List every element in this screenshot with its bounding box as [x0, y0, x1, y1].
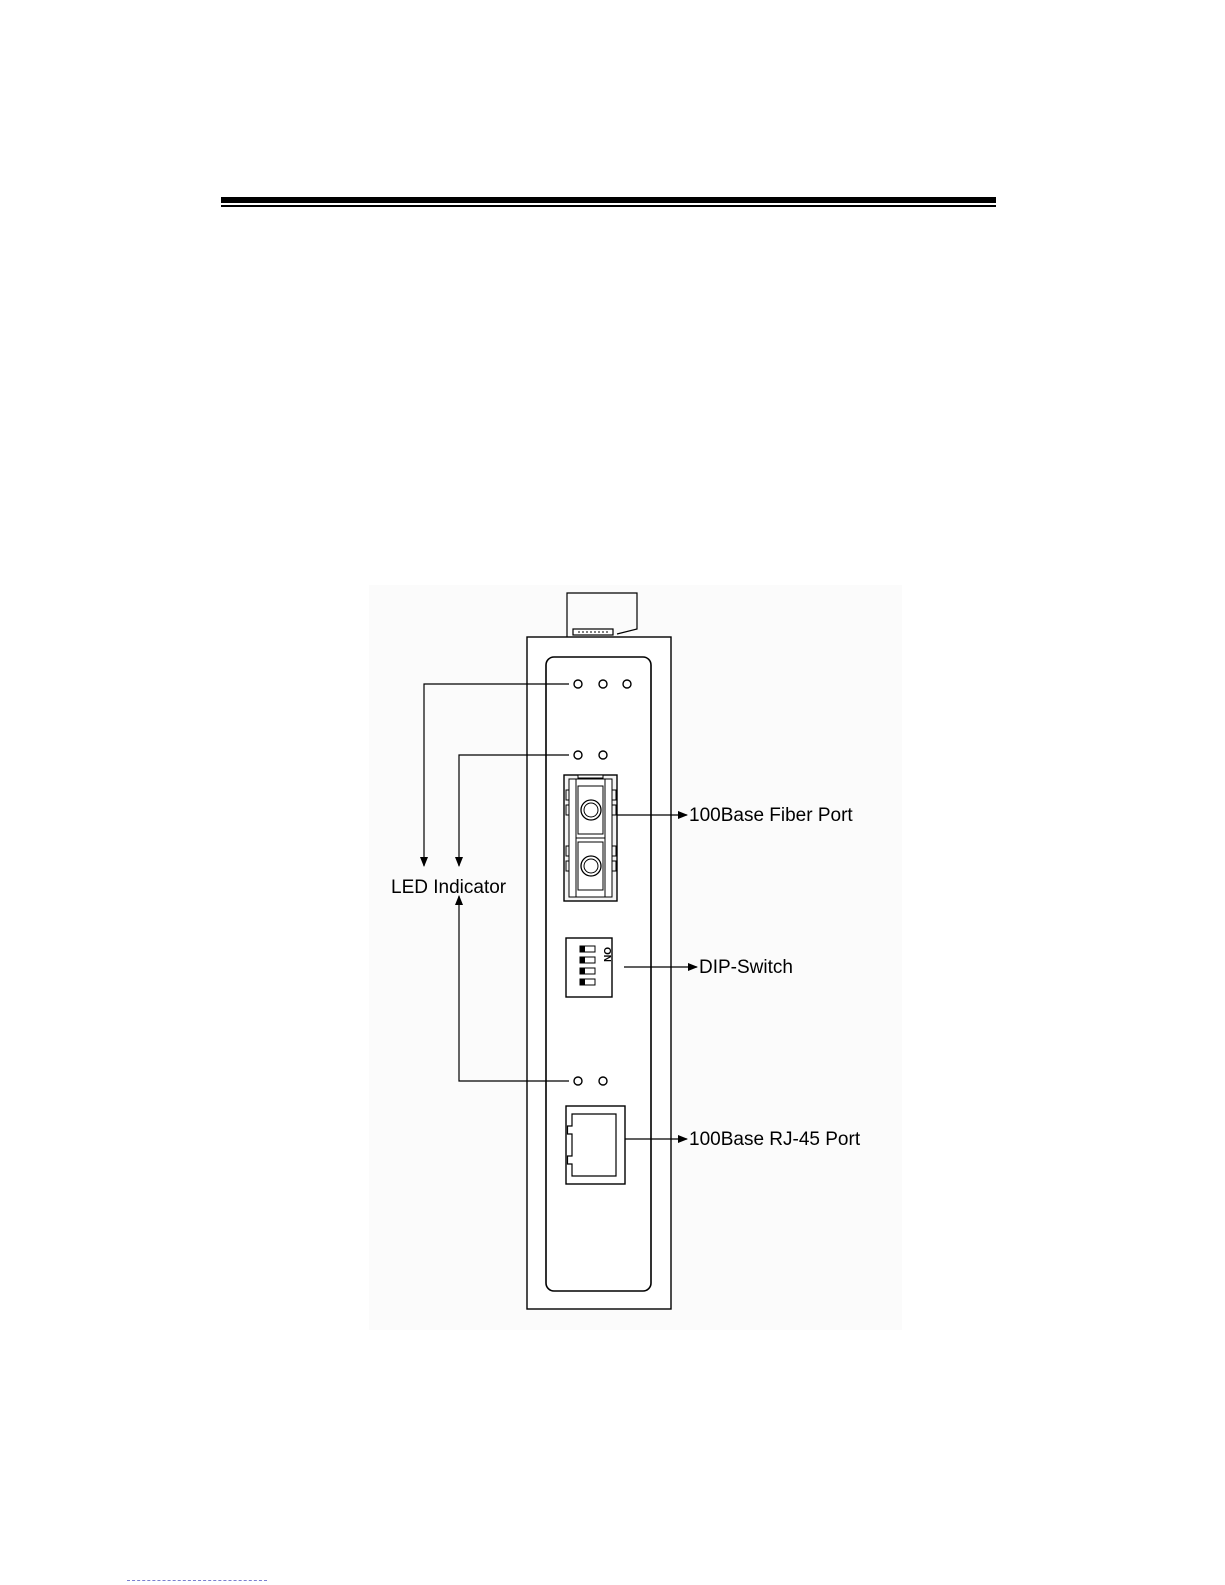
dip-switch-label: DIP-Switch	[699, 958, 793, 977]
rj45-port-label: 100Base RJ-45 Port	[689, 1130, 860, 1149]
din-rail-clip	[567, 593, 637, 637]
rj45-port	[566, 1106, 625, 1184]
fiber-port	[564, 775, 617, 901]
footer-rule	[127, 1580, 267, 1581]
dip-switch-on-marking: ON	[601, 947, 612, 962]
led-indicator-label: LED Indicator	[391, 878, 506, 897]
fiber-port-label: 100Base Fiber Port	[689, 806, 853, 825]
